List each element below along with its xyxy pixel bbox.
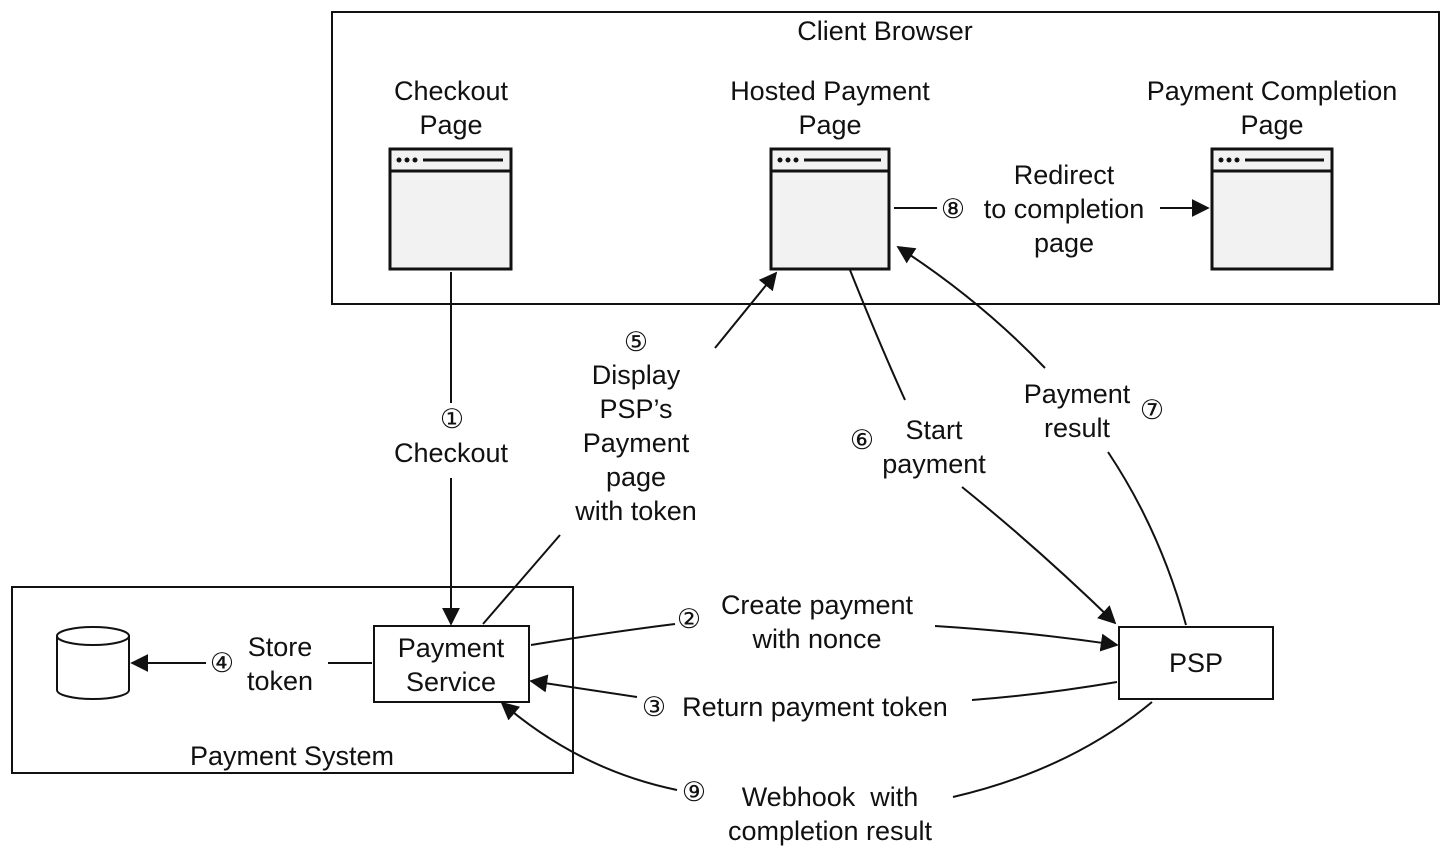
step4-label-line1: Store — [248, 632, 313, 662]
step5-label-line3: Payment — [583, 428, 690, 458]
step4-number: ④ — [210, 648, 234, 678]
step2-line-left — [530, 623, 676, 646]
step4-label-line2: token — [247, 666, 313, 696]
step9-label-line1: Webhook with — [742, 782, 919, 812]
step5-arrow — [714, 271, 778, 349]
hosted-page-title-line1: Hosted Payment — [730, 76, 930, 106]
step9-label-line2: completion result — [728, 816, 933, 846]
step3-line-right — [971, 681, 1118, 701]
payment-service-label-line1: Payment — [398, 633, 505, 663]
step9-arrow — [500, 701, 678, 791]
psp-label: PSP — [1169, 648, 1223, 678]
step7-label-line2: result — [1044, 413, 1111, 443]
step5-label-line1: Display — [592, 360, 681, 390]
step8-label-line2: to completion — [984, 194, 1145, 224]
step5-label-line2: PSP’s — [599, 394, 672, 424]
step6-label-line2: payment — [882, 449, 986, 479]
step9-number: ⑨ — [682, 777, 706, 807]
step5-line-bottom — [482, 534, 561, 625]
checkout-page-window-icon — [388, 147, 513, 271]
step3-number: ③ — [642, 692, 666, 722]
step6-line-top — [849, 269, 906, 401]
step2-number: ② — [677, 604, 701, 634]
checkout-page-title-line1: Checkout — [394, 76, 509, 106]
step8-number: ⑧ — [941, 194, 965, 224]
step8-label-line1: Redirect — [1014, 160, 1115, 190]
step1-number: ① — [440, 404, 464, 434]
step5-number: ⑤ — [624, 327, 648, 357]
step8-label-line3: page — [1034, 228, 1094, 258]
hosted-page-window-icon — [769, 147, 891, 271]
completion-page-title-line1: Payment Completion — [1147, 76, 1398, 106]
payment-system-title: Payment System — [190, 741, 394, 771]
database-icon — [56, 626, 130, 700]
completion-page-window-icon — [1210, 147, 1334, 271]
completion-page-title-line2: Page — [1240, 110, 1303, 140]
hosted-page-title-line2: Page — [798, 110, 861, 140]
step5-label-line4: page — [606, 462, 666, 492]
step2-label-line2: with nonce — [751, 624, 881, 654]
step6-number: ⑥ — [850, 425, 874, 455]
step6-arrow — [961, 486, 1117, 625]
step3-arrow — [529, 674, 638, 698]
step1-label: Checkout — [394, 438, 509, 468]
step9-line-right — [952, 701, 1153, 798]
step5-label-line5: with token — [574, 496, 697, 526]
payment-service-box — [373, 625, 530, 703]
step2-arrow — [934, 625, 1119, 652]
step3-label: Return payment token — [682, 692, 948, 722]
step7-number: ⑦ — [1140, 395, 1164, 425]
client-browser-title: Client Browser — [797, 16, 973, 46]
checkout-page-title-line2: Page — [419, 110, 482, 140]
step7-arrow — [896, 246, 1046, 369]
psp-box — [1118, 626, 1274, 700]
step6-label-line1: Start — [905, 415, 963, 445]
step7-line-bottom — [1107, 451, 1187, 626]
step2-label-line1: Create payment — [721, 590, 914, 620]
step7-label-line1: Payment — [1024, 379, 1131, 409]
payment-service-label-line2: Service — [406, 667, 496, 697]
